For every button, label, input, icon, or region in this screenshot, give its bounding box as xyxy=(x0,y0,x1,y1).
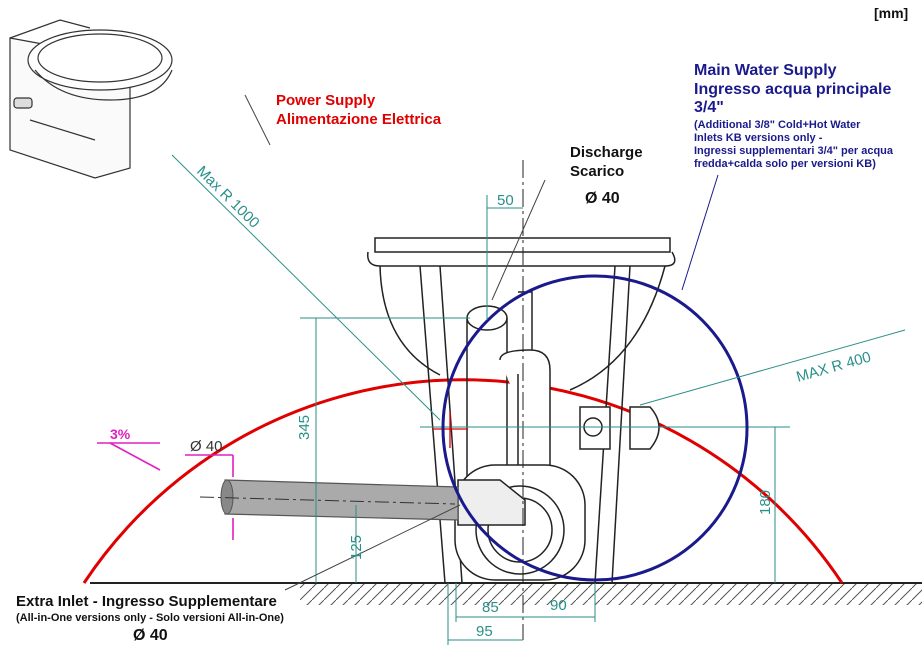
discharge-label-en: Discharge xyxy=(570,144,643,161)
discharge-diameter: Ø 40 xyxy=(585,190,620,207)
water-supply-size: 3/4" xyxy=(694,99,724,116)
water-note-1: (Additional 3/8" Cold+Hot Water xyxy=(694,119,861,131)
dim-85: 85 xyxy=(482,599,499,616)
dim-125: 125 xyxy=(348,535,365,560)
extra-pipe-diameter: Ø 40 xyxy=(190,438,223,455)
dim-345: 345 xyxy=(296,415,313,440)
water-note-4: fredda+calda solo per versioni KB) xyxy=(694,158,876,170)
extra-inlet-label: Extra Inlet - Ingresso Supplementare xyxy=(16,593,277,610)
extra-inlet-note: (All-in-One versions only - Solo version… xyxy=(16,612,284,624)
dim-50: 50 xyxy=(497,192,514,209)
discharge-pipe xyxy=(466,291,551,480)
power-supply-label-it: Alimentazione Elettrica xyxy=(276,111,442,128)
macerator-pump xyxy=(454,464,586,581)
power-supply-label-en: Power Supply xyxy=(276,92,376,109)
water-supply-radius-circle xyxy=(441,274,749,582)
dim-90: 90 xyxy=(550,597,567,614)
water-radius-label: MAX R 400 xyxy=(794,349,872,386)
toilet-thumbnail xyxy=(9,19,173,179)
dim-180: 180 xyxy=(757,490,774,515)
power-supply-radius-arc xyxy=(82,378,844,584)
slope-indicator xyxy=(97,442,234,540)
power-radius-label: Max R 1000 xyxy=(193,163,263,232)
water-inlet-fitting xyxy=(579,406,660,450)
dimension-lines xyxy=(171,154,906,645)
extra-inlet-diameter: Ø 40 xyxy=(133,627,168,644)
floor-hatch xyxy=(300,583,922,605)
water-supply-label-en: Main Water Supply xyxy=(694,62,837,79)
slope-label: 3% xyxy=(110,426,131,442)
discharge-label-it: Scarico xyxy=(570,163,624,180)
dim-95: 95 xyxy=(476,623,493,640)
power-point-marker xyxy=(432,412,468,448)
extra-inlet-pipe xyxy=(199,479,459,521)
leader-lines xyxy=(244,94,719,591)
water-note-3: Ingressi supplementari 3/4" per acqua xyxy=(694,145,894,157)
water-note-2: Inlets KB versions only - xyxy=(694,132,823,144)
units-label: [mm] xyxy=(874,5,908,21)
water-supply-label-it: Ingresso acqua principale xyxy=(694,81,892,98)
